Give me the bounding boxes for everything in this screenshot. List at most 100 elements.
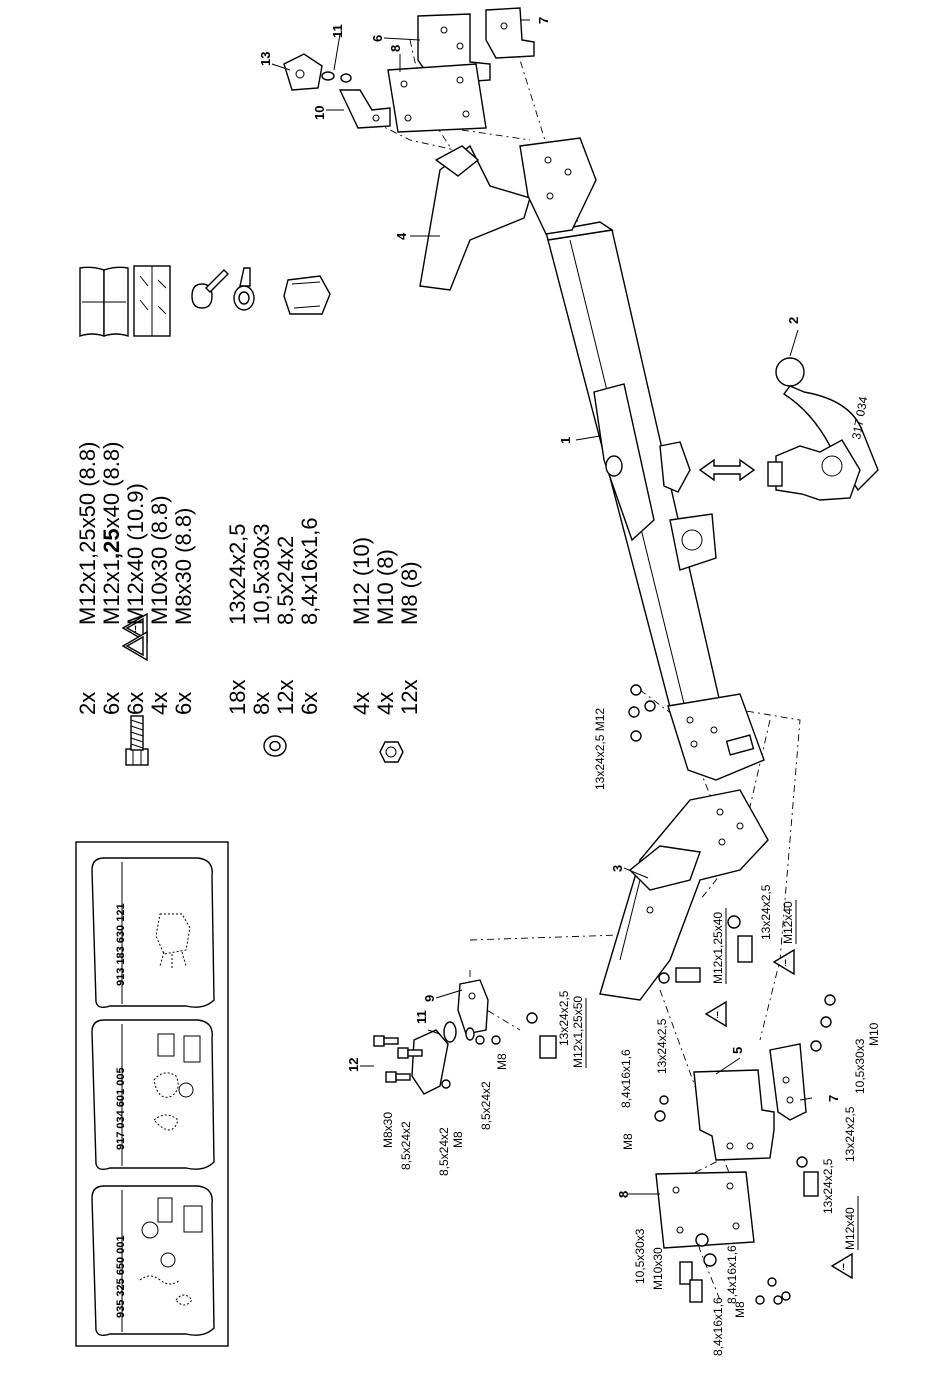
part-number-13: 13 [258,52,273,66]
key-icon [191,269,229,309]
callout: 13x24x2,5 [655,1018,669,1074]
part-13-and-11 [283,53,352,91]
bolt-spec: M12x1,25x40 (8.8) [99,442,124,625]
bolt-qty: 4x [147,692,172,715]
callout: 8,4x16x1,6 [725,1245,739,1304]
nut-qty: 4x [373,692,398,715]
callout: M12x40 [781,901,795,944]
nut-qty: 4x [349,692,374,715]
callout: 8,4x16x1,6 [619,1049,633,1108]
legend-washers: 18x 8x 12x 6x 13x24x2,5 10,5x30x3 8,5x24… [225,517,322,715]
plate-part-8-bottom [655,1171,755,1249]
callout: 13x24x2,5 [843,1106,857,1162]
bolt-qty: 2x [75,692,100,715]
callout: M12x1,25x50 [571,996,585,1068]
part-number-9: 9 [422,995,437,1002]
nut-spec: M12 (10) [349,537,374,625]
part-number-10: 10 [312,106,327,120]
callout: M8 [621,1133,635,1150]
kit-number-3: 913 183 630 121 [115,903,127,986]
callout-labels: 13x24x2,5 M12 13x24x2,5 M12x40 M12x1,25x… [381,708,881,1356]
bracket-part-7-bottom [769,1043,807,1121]
callout: M10x30 [651,1247,665,1290]
callout: M12x1,25x40 [711,912,725,984]
kit-bag-935 [91,1185,215,1337]
bracket-part-7-top [485,7,535,59]
callout: M10 [867,1022,881,1046]
callout: 8,5x24x2 [479,1081,493,1130]
ball-marking: 317 034 [849,395,870,440]
part-number-4: 4 [394,232,409,240]
nut-spec: M8 (8) [397,561,422,625]
small-fasteners-left [373,1012,557,1089]
washer-spec: 8,4x16x1,6 [297,517,322,625]
washer-qty: 6x [297,692,322,715]
leader-lines [271,19,813,1195]
callout: 13x24x2,5 M12 [593,708,607,790]
bolt-spec: M10x30 (8.8) [147,495,172,625]
bolt-icon [125,715,149,766]
kit-number-2: 917 034 601 005 [115,1067,127,1150]
callout: 13x24x2,5 [557,990,571,1046]
manual-book-icon [79,266,129,337]
callout: M12x40 [843,1207,857,1250]
part-number-3: 3 [610,865,625,872]
bracket-part-10 [338,89,391,129]
legend-nuts: 4x 4x 12x M12 (10) M10 (8) M8 (8) [349,537,422,715]
bolt-qty: 6x [123,692,148,715]
washer-qty: 18x [225,680,250,715]
svg-text:!: ! [842,1262,845,1272]
callout: 10,5x30x3 [633,1228,647,1284]
part-number-8-top: 8 [388,45,403,52]
callout: M8x30 [381,1112,395,1148]
part-numbers: 1 2 3 4 5 6 7 7 8 8 9 10 11 11 12 13 [258,17,841,1198]
nut-icon [379,741,404,763]
warning-triangle-icon: ! [704,1000,727,1028]
double-arrow-icon [698,458,756,482]
washer-icon [263,735,287,757]
bracket-part-3 [599,789,769,1001]
callout: M8 [451,1131,465,1148]
callout: 13x24x2,5 [821,1158,835,1214]
part-number-12: 12 [346,1058,361,1072]
washer-qty: 12x [273,680,298,715]
warning-triangle-icon [121,630,148,662]
bolt-spec: M12x1,25x50 (8.8) [75,442,100,625]
part-number-8-bottom: 8 [616,1191,631,1198]
bracket-part-5 [693,1069,775,1161]
bolt-spec: M8x30 (8.8) [171,508,196,625]
plate-part-8-top [387,63,487,133]
part-number-11-top: 11 [330,24,345,38]
part-number-6: 6 [370,35,385,42]
washer-spec: 8,5x24x2 [273,536,298,625]
kit-number-1: 935 325 650 001 [115,1235,127,1318]
callout: M8 [733,1301,747,1318]
legend-bolts: 2x 6x 6x 4x 6x M12x1,25x50 (8.8) M12x1,2… [75,442,196,715]
bolt-spec: M12x40 (10.9) [123,483,148,625]
svg-text:!: ! [134,624,137,634]
bracket-part-4 [419,137,597,291]
callout: 8,4x16x1,6 [711,1297,725,1356]
bolt-qty: 6x [171,692,196,715]
svg-text:!: ! [716,1010,719,1020]
bracket-part-9 [457,979,489,1035]
kit-bag-913 [91,857,215,1009]
socket-icon [283,275,331,315]
warning-triangle-icon: ! [772,948,795,976]
washer-spec: 10,5x30x3 [249,523,274,625]
part-number-11-bottom: 11 [414,1010,429,1024]
lock-ring-icon [233,267,255,311]
svg-text:!: ! [784,958,787,968]
tow-ball: 317 034 [767,357,879,501]
part-number-7-bottom: 7 [826,1095,841,1102]
kit-bag-917 [91,1019,215,1171]
bolt-qty: 6x [99,692,124,715]
callout: 10,5x30x3 [853,1038,867,1094]
nut-qty: 12x [397,680,422,715]
washer-spec: 13x24x2,5 [225,523,250,625]
washer-qty: 8x [249,692,274,715]
nut-spec: M10 (8) [373,549,398,625]
sticker-label-icon [133,265,171,337]
main-crossbar [545,221,765,781]
callout: M8 [495,1053,509,1070]
